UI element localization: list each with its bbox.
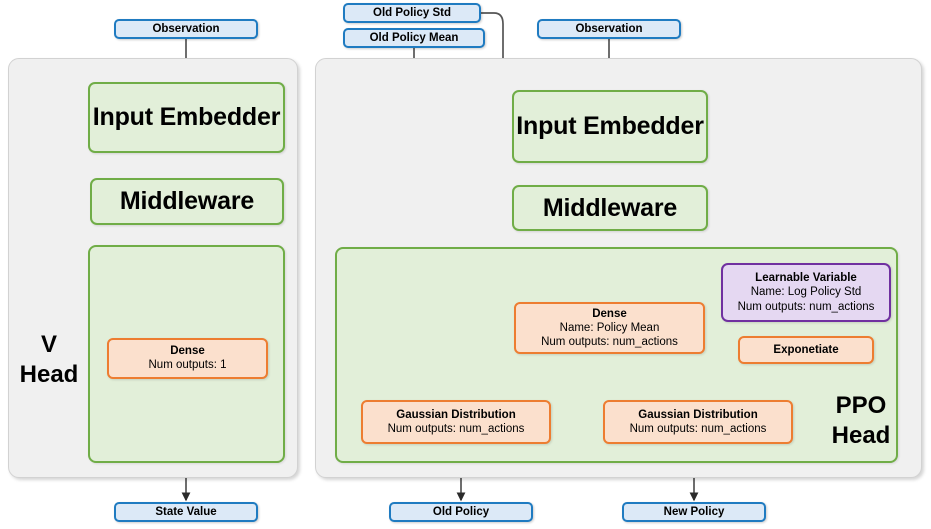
node-dense-v-outputs: Num outputs: 1 <box>148 359 227 372</box>
v-head-label-line1: V <box>40 331 57 358</box>
output-state-value-label: State Value <box>155 506 217 518</box>
node-gaussian-distribution-new-title: Gaussian Distribution <box>638 408 758 421</box>
node-dense-policy-mean-name: Name: Policy Mean <box>559 321 660 334</box>
node-input-embedder-ppo[interactable]: Input Embedder <box>512 90 708 163</box>
v-head-label-line2: Head <box>19 361 79 388</box>
node-middleware-v[interactable]: Middleware <box>90 178 284 225</box>
input-old-policy-mean-label: Old Policy Mean <box>369 32 459 44</box>
node-dense-policy-mean-title: Dense <box>592 307 627 320</box>
node-middleware-v-title: Middleware <box>119 187 255 215</box>
node-dense-policy-mean-outputs: Num outputs: num_actions <box>541 336 678 348</box>
input-old-policy-std[interactable]: Old Policy Std <box>343 3 481 23</box>
node-middleware-ppo[interactable]: Middleware <box>512 185 708 231</box>
node-dense-v[interactable]: Dense Num outputs: 1 <box>107 338 268 379</box>
node-input-embedder-ppo-title: Input Embedder <box>516 112 704 140</box>
node-dense-policy-mean[interactable]: Dense Name: Policy Mean Num outputs: num… <box>514 302 705 354</box>
input-old-policy-std-label: Old Policy Std <box>373 7 451 19</box>
node-learnable-variable-name: Name: Log Policy Std <box>750 286 862 298</box>
node-input-embedder-v-title: Input Embedder <box>92 103 281 131</box>
output-old-policy-label: Old Policy <box>432 506 490 518</box>
node-gaussian-distribution-new[interactable]: Gaussian Distribution Num outputs: num_a… <box>603 400 793 444</box>
ppo-head-label-line1: PPO <box>835 392 887 419</box>
input-observation-left-label: Observation <box>152 23 220 35</box>
v-head-label: V Head <box>14 330 84 390</box>
node-gaussian-distribution-new-outputs: Num outputs: num_actions <box>629 422 767 435</box>
ppo-head-label: PPO Head <box>820 391 902 451</box>
output-new-policy-label: New Policy <box>663 506 725 518</box>
input-observation-right[interactable]: Observation <box>537 19 681 39</box>
output-old-policy[interactable]: Old Policy <box>389 502 533 522</box>
node-gaussian-distribution-old-title: Gaussian Distribution <box>396 408 516 421</box>
ppo-head-label-line2: Head <box>831 422 891 449</box>
node-dense-v-title: Dense <box>170 345 205 358</box>
node-learnable-variable-log-policy-std[interactable]: Learnable Variable Name: Log Policy Std … <box>721 263 891 322</box>
output-state-value[interactable]: State Value <box>114 502 258 522</box>
node-input-embedder-v[interactable]: Input Embedder <box>88 82 285 153</box>
node-middleware-ppo-title: Middleware <box>542 193 678 222</box>
node-gaussian-distribution-old-outputs: Num outputs: num_actions <box>387 422 525 435</box>
node-learnable-variable-outputs: Num outputs: num_actions <box>737 300 875 313</box>
input-old-policy-mean[interactable]: Old Policy Mean <box>343 28 485 48</box>
input-observation-right-label: Observation <box>575 23 643 35</box>
output-new-policy[interactable]: New Policy <box>622 502 766 522</box>
node-gaussian-distribution-old[interactable]: Gaussian Distribution Num outputs: num_a… <box>361 400 551 444</box>
node-learnable-variable-title: Learnable Variable <box>755 272 857 284</box>
input-observation-left[interactable]: Observation <box>114 19 258 39</box>
node-exponentiate-title: Exponetiate <box>773 344 839 356</box>
node-exponentiate[interactable]: Exponetiate <box>738 336 874 364</box>
